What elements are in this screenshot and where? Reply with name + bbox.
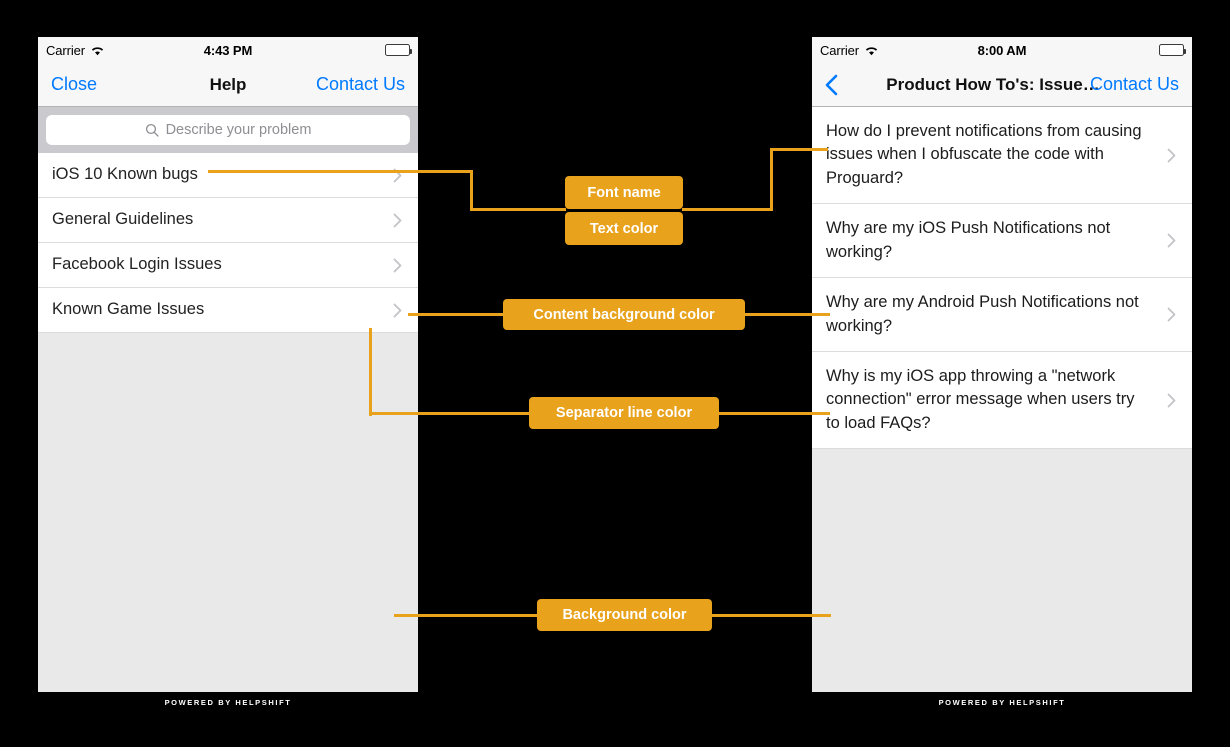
carrier-label: Carrier — [820, 42, 860, 58]
contact-us-button[interactable]: Contact Us — [315, 74, 405, 94]
search-placeholder: Describe your problem — [165, 122, 312, 138]
status-bar-right-group — [1159, 44, 1186, 56]
wifi-icon — [864, 45, 879, 56]
nav-bar-left: Close Help Contact Us — [38, 63, 418, 107]
connector-font-name-left-v — [470, 170, 473, 211]
annotation-badge-separator-line-color: Separator line color — [529, 397, 719, 429]
battery-icon — [385, 44, 412, 56]
annotation-badge-text-color: Text color — [565, 212, 683, 245]
connector-background-right — [711, 614, 831, 617]
empty-content-area — [812, 449, 1192, 692]
connector-font-name-left-h1 — [208, 170, 473, 173]
connector-content-bg-left — [408, 313, 504, 316]
connector-font-name-right-h1 — [770, 148, 828, 151]
chevron-right-icon — [393, 213, 402, 228]
chevron-right-icon — [1167, 148, 1176, 163]
powered-by-footer: POWERED BY HELPSHIFT — [38, 692, 418, 712]
annotation-badge-font-name: Font name — [565, 176, 683, 209]
list-item[interactable]: How do I prevent notifications from caus… — [812, 107, 1192, 205]
list-item-label: General Guidelines — [52, 210, 194, 229]
faq-section-list: iOS 10 Known bugs General Guidelines Fac… — [38, 153, 418, 333]
connector-font-name-left-h2 — [470, 208, 566, 211]
chevron-right-icon — [1167, 393, 1176, 408]
connector-separator-right-h — [718, 412, 830, 415]
battery-icon — [1159, 44, 1186, 56]
status-bar-right: Carrier 8:00 AM — [812, 37, 1192, 63]
status-bar-left-group: Carrier — [46, 43, 105, 58]
chevron-right-icon — [393, 303, 402, 318]
list-item-label: Facebook Login Issues — [52, 255, 222, 274]
search-icon — [145, 123, 159, 137]
chevron-right-icon — [1167, 307, 1176, 322]
nav-bar-right: Product How To's: Issue… Contact Us — [812, 63, 1192, 107]
wifi-icon — [90, 45, 105, 56]
connector-separator-left-h — [369, 412, 531, 415]
list-item[interactable]: Facebook Login Issues — [38, 243, 418, 288]
phone-screen-right: Carrier 8:00 AM Product How To's: Issue… — [812, 37, 1192, 712]
list-item[interactable]: iOS 10 Known bugs — [38, 153, 418, 198]
faq-list: How do I prevent notifications from caus… — [812, 107, 1192, 450]
back-chevron-icon — [825, 74, 838, 96]
list-item-label: Known Game Issues — [52, 300, 205, 319]
empty-content-area — [38, 333, 418, 692]
annotation-badge-content-background-color: Content background color — [503, 299, 745, 330]
connector-font-name-right-h2 — [682, 208, 772, 211]
phone-screen-left: Carrier 4:43 PM Close Help Contact Us — [38, 37, 418, 712]
contact-us-button[interactable]: Contact Us — [1089, 74, 1179, 94]
list-item-label: How do I prevent notifications from caus… — [826, 122, 1142, 187]
status-bar-left: Carrier 4:43 PM — [38, 37, 418, 63]
list-item[interactable]: General Guidelines — [38, 198, 418, 243]
list-item[interactable]: Why is my iOS app throwing a "network co… — [812, 351, 1192, 450]
list-item[interactable]: Known Game Issues — [38, 288, 418, 333]
list-item-label: Why are my Android Push Notifications no… — [826, 293, 1139, 335]
annotation-badge-background-color: Background color — [537, 599, 712, 631]
connector-separator-left-v — [369, 328, 372, 416]
list-item-label: Why are my iOS Push Notifications not wo… — [826, 219, 1111, 261]
powered-by-footer: POWERED BY HELPSHIFT — [812, 692, 1192, 712]
carrier-label: Carrier — [46, 42, 86, 58]
search-input[interactable]: Describe your problem — [46, 115, 410, 145]
back-button[interactable] — [825, 74, 838, 96]
chevron-right-icon — [1167, 233, 1176, 248]
connector-content-bg-right — [744, 313, 830, 316]
list-item[interactable]: Why are my Android Push Notifications no… — [812, 278, 1192, 352]
connector-background-left — [394, 614, 539, 617]
search-bar-container: Describe your problem — [38, 107, 418, 153]
chevron-right-icon — [393, 258, 402, 273]
close-button[interactable]: Close — [51, 74, 98, 94]
status-bar-right-group — [385, 44, 412, 56]
list-item-label: iOS 10 Known bugs — [52, 165, 198, 184]
list-item[interactable]: Why are my iOS Push Notifications not wo… — [812, 204, 1192, 279]
connector-font-name-right-v — [770, 148, 773, 211]
list-item-label: Why is my iOS app throwing a "network co… — [826, 366, 1135, 432]
status-bar-left-group: Carrier — [820, 43, 879, 58]
